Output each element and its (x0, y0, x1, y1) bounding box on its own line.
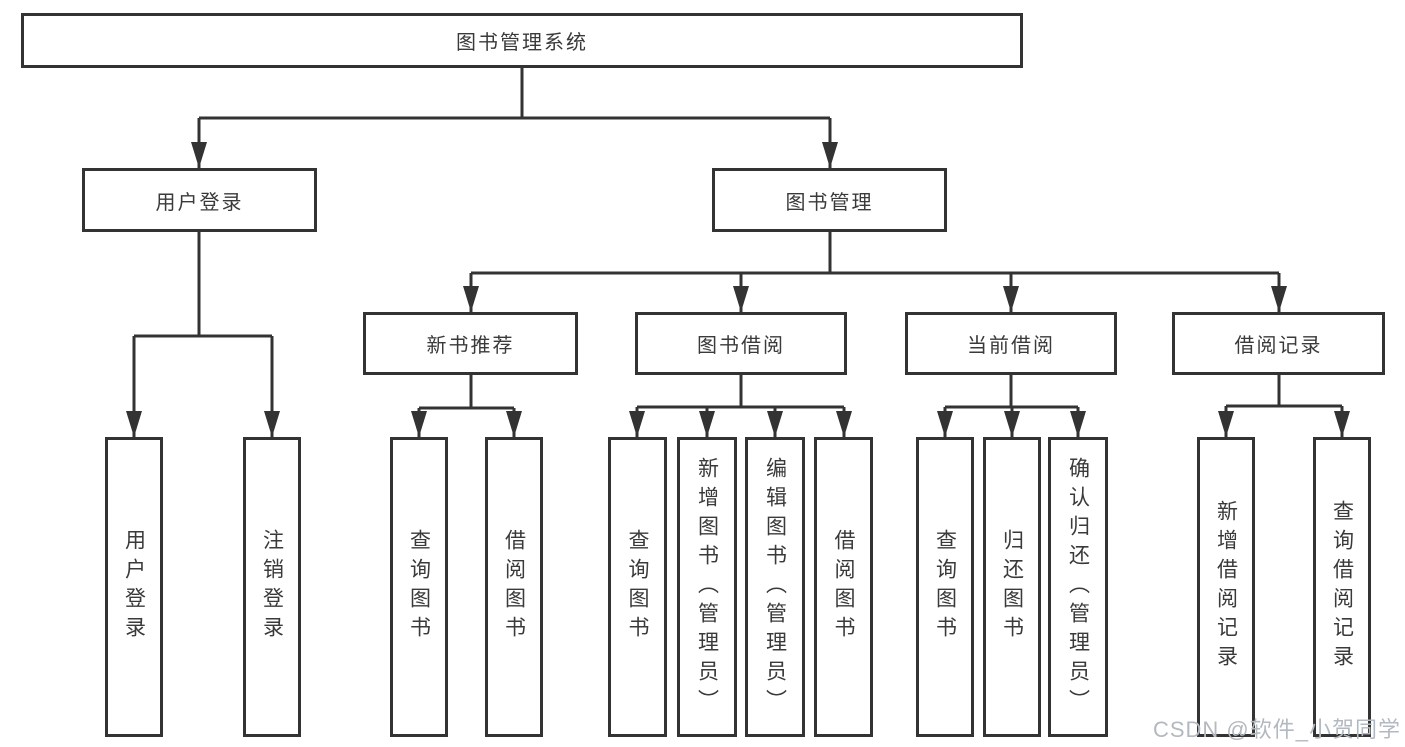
leaf-logout: 注销登录 (243, 437, 301, 737)
leaf-confirm-return-admin: 确认归还（管理员） (1048, 437, 1108, 737)
node-label: 新增图书（管理员） (695, 456, 719, 718)
node-label: 查询借阅记录 (1330, 500, 1354, 674)
node-borrow-record: 借阅记录 (1172, 312, 1385, 375)
leaf-add-books-admin: 新增图书（管理员） (677, 437, 737, 737)
watermark: CSDN @软件_小贺同学 (1152, 717, 1401, 742)
node-label: 借阅图书 (832, 529, 855, 645)
node-label: 图书管理系统 (456, 32, 588, 54)
node-label: 注销登录 (260, 529, 284, 645)
node-label: 新书推荐 (426, 335, 515, 357)
leaf-borrow-books-2: 借阅图书 (814, 437, 873, 737)
node-label: 图书管理 (785, 191, 874, 214)
leaf-return-books: 归还图书 (983, 437, 1041, 737)
node-label: 编辑图书（管理员） (763, 456, 787, 718)
node-new-book-recommend: 新书推荐 (363, 312, 578, 375)
node-label: 借阅记录 (1234, 335, 1323, 357)
leaf-query-books-1: 查询图书 (390, 437, 448, 737)
leaf-edit-books-admin: 编辑图书（管理员） (745, 437, 805, 737)
node-label: 归还图书 (1000, 529, 1024, 645)
connector-path-group (126, 68, 1350, 437)
node-user-login: 用户登录 (82, 168, 317, 232)
leaf-query-books-2: 查询图书 (608, 437, 667, 737)
root-node-system: 图书管理系统 (21, 13, 1023, 68)
leaf-query-books-3: 查询图书 (916, 437, 974, 737)
node-label: 新增借阅记录 (1214, 500, 1238, 674)
node-label: 确认归还（管理员） (1066, 456, 1090, 718)
node-label: 当前借阅 (967, 335, 1055, 357)
node-label: 查询图书 (626, 529, 649, 645)
node-label: 借阅图书 (502, 529, 526, 645)
node-label: 用户登录 (122, 529, 146, 645)
node-label: 用户登录 (155, 191, 244, 214)
leaf-add-borrow-record: 新增借阅记录 (1197, 437, 1255, 737)
leaf-query-borrow-record: 查询借阅记录 (1313, 437, 1371, 737)
node-label: 查询图书 (933, 529, 957, 645)
node-label: 查询图书 (407, 529, 431, 645)
node-book-management: 图书管理 (712, 168, 947, 232)
leaf-user-login: 用户登录 (105, 437, 163, 737)
node-current-borrow: 当前借阅 (905, 312, 1117, 375)
node-book-borrow: 图书借阅 (635, 312, 847, 375)
leaf-borrow-books-1: 借阅图书 (485, 437, 543, 737)
node-label: 图书借阅 (697, 335, 785, 357)
